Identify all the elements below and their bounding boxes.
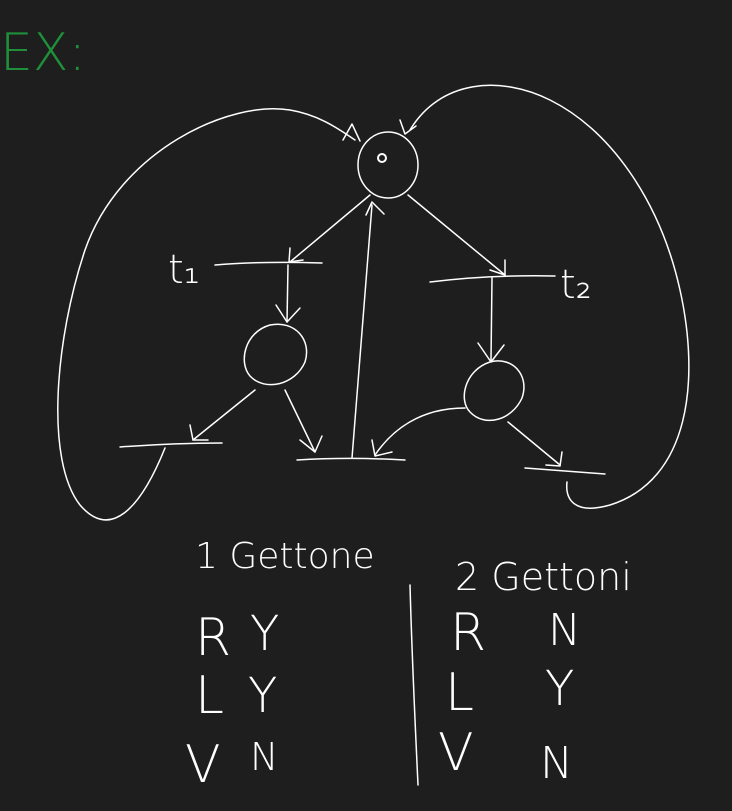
arc-right-place-to-bar-right [507,421,561,466]
right-place [463,360,525,422]
table1-row3-value: N [250,735,278,779]
arc-t2-to-right-place [490,277,493,361]
transition-t2-label: t₂ [560,262,592,308]
table2-row1-label: R [450,603,486,663]
token [377,153,387,163]
arc-place-to-t1-head [288,247,304,263]
arc-right-place-to-center-bar-head [371,439,393,457]
arc-place-to-t2 [407,194,506,276]
table-header-two-tokens: 2 Gettoni [455,555,632,599]
arc-center-bar-to-top-place-head [365,201,385,216]
table1-row3-label: V [185,735,221,795]
bottom-right-bar [524,467,606,475]
arc-t1-to-left-place [286,264,289,323]
table1-row2-value: Y [248,668,277,724]
arc-right-place-to-bar-right-head [545,451,563,467]
table1-row1-value: Y [250,606,279,662]
transition-t2-bar [429,275,556,283]
table2-row3-value: N [540,738,573,789]
transition-t1-label: t₁ [168,247,200,293]
arc-center-bar-to-top-place [351,204,373,459]
table2-row2-label: L [445,663,474,723]
left-loop-arc [57,108,356,521]
arc-left-place-to-center-bar-head [299,435,323,453]
table1-row1-label: R [195,608,231,668]
arc-left-place-to-center-bar [284,389,316,453]
table2-row2-value: Y [545,661,574,717]
transition-t1-bar [214,261,323,266]
table2-row3-label: V [438,723,474,783]
arc-right-place-to-center-bar [374,407,466,456]
table1-row2-label: L [195,666,224,726]
left-loop-arrowhead [342,123,361,142]
right-loop-arc [409,84,690,509]
bottom-center-bar [296,457,406,461]
example-title: EX: [0,23,86,83]
arc-place-to-t1 [289,194,371,263]
arc-place-to-t2-head [489,259,506,276]
arc-t1-to-left-place-head [275,304,301,323]
table-header-one-token: 1 Gettone [195,536,375,577]
table2-row1-value: N [548,605,581,656]
table-divider [409,584,419,786]
top-place [357,131,419,199]
arc-left-place-to-bar-left-head [189,424,209,441]
right-loop-arrowhead [399,119,417,135]
arc-left-place-to-bar-left [192,389,256,441]
bottom-left-bar [119,442,223,448]
left-place [243,323,308,386]
